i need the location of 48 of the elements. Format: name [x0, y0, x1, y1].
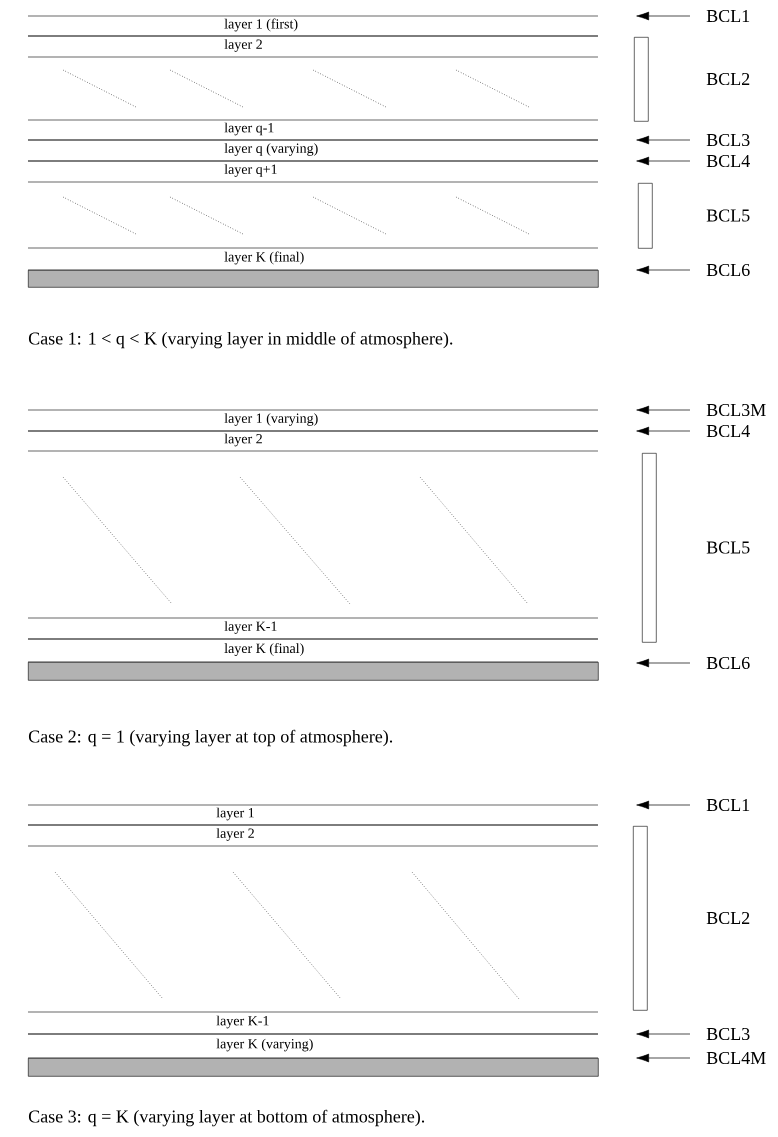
boundary-label: BCL3 — [706, 133, 750, 147]
boundary-label: BCL2 — [706, 911, 750, 925]
arrow — [636, 1053, 691, 1063]
layer-band: layer K (varying) — [27, 1038, 599, 1059]
boundary-label: BCL4 — [706, 424, 750, 438]
boundary-label: BCL6 — [706, 656, 750, 670]
boundary-label: BCL5 — [706, 209, 750, 222]
caption: Case 3: q = K (varying layer at bottom of atmosphere). — [28, 1109, 425, 1127]
layer-band: layer K-1 — [27, 617, 599, 640]
arrow — [636, 156, 691, 166]
layer-band: layer 2 — [27, 433, 599, 452]
layer-band: layer 1 (varying) — [27, 409, 599, 432]
caption: Case 2: q = 1 (varying layer at top of atmosphere). — [28, 729, 393, 747]
arrow — [636, 1029, 691, 1039]
boundary-label: BCL3M — [706, 403, 766, 417]
bracket-box — [634, 37, 649, 122]
layer-band: layer K (final) — [27, 247, 599, 271]
boundary-label: BCL1 — [706, 9, 750, 23]
arrow — [636, 11, 691, 21]
layer-band: layer 2 — [27, 39, 599, 58]
layer-band: layer 1 — [27, 804, 599, 826]
boundary-label: BCL4M — [706, 1051, 766, 1065]
layer-band: layer q (varying) — [27, 143, 599, 162]
arrow — [636, 265, 691, 275]
boundary-label: BCL3 — [706, 1027, 750, 1041]
layer-band: layer K-1 — [27, 1011, 599, 1035]
ground-bar — [28, 1058, 599, 1077]
layer-band: layer q-1 — [27, 119, 599, 141]
caption: Case 1: 1 < q < K (varying layer in middle of atmosphere). — [28, 331, 453, 349]
layer-band: layer 1 (first) — [27, 15, 599, 37]
boundary-label: BCL6 — [706, 263, 750, 277]
layer-band: layer K (final) — [27, 643, 599, 663]
arrow — [636, 135, 691, 145]
bracket-box — [638, 183, 653, 249]
boundary-label: BCL1 — [706, 798, 750, 812]
layer-band: layer q+1 — [27, 164, 599, 183]
arrow — [636, 800, 691, 810]
layer-band: layer 2 — [27, 828, 599, 847]
ground-bar — [28, 662, 599, 681]
bracket-box — [633, 826, 648, 1011]
boundary-label: BCL5 — [706, 541, 750, 554]
arrow — [636, 405, 691, 415]
arrow — [636, 426, 691, 436]
boundary-label: BCL4 — [706, 154, 750, 168]
bracket-box — [642, 453, 657, 643]
arrow — [636, 658, 691, 668]
ground-bar — [28, 270, 599, 288]
boundary-label: BCL2 — [706, 72, 750, 86]
